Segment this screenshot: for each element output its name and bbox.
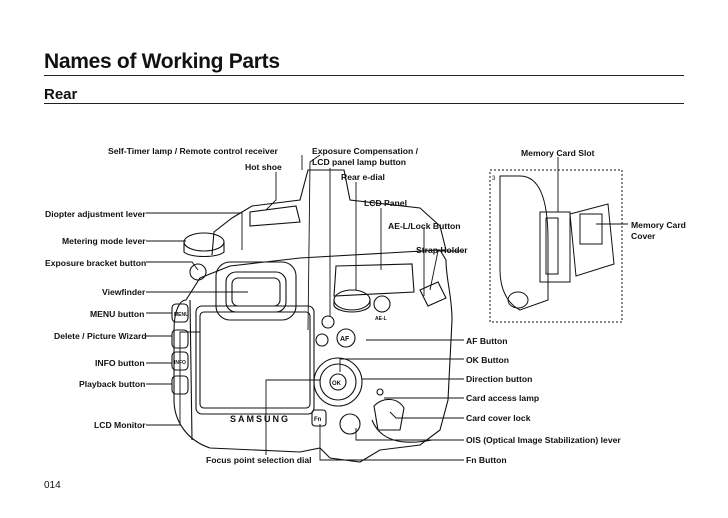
label-focus-point-dial: Focus point selection dial bbox=[206, 455, 312, 465]
label-exposure-bracket-button: Exposure bracket button bbox=[45, 258, 147, 268]
label-ok-button: OK Button bbox=[466, 355, 509, 365]
menu-mark: MENU bbox=[174, 312, 189, 318]
section-rule bbox=[44, 103, 684, 104]
title-rule bbox=[44, 75, 684, 76]
label-hot-shoe: Hot shoe bbox=[245, 162, 282, 172]
label-card-access-lamp: Card access lamp bbox=[466, 393, 540, 403]
fn-mark: Fn bbox=[314, 417, 322, 423]
label-memory-card-slot: Memory Card Slot bbox=[521, 148, 595, 158]
label-viewfinder: Viewfinder bbox=[102, 287, 146, 297]
label-rear-e-dial: Rear e-dial bbox=[341, 172, 385, 182]
label-self-timer: Self-Timer lamp / Remote control receive… bbox=[108, 146, 278, 156]
label-memory-card-cover-1: Memory Card bbox=[631, 220, 686, 230]
label-strap-holder: Strap Holder bbox=[416, 245, 468, 255]
label-af-button: AF Button bbox=[466, 336, 508, 346]
ae-l-mark: AE-L bbox=[375, 316, 387, 322]
label-diopter-lever: Diopter adjustment lever bbox=[45, 209, 146, 219]
label-lcd-panel-lamp-button: LCD panel lamp button bbox=[312, 157, 407, 167]
svg-text:3: 3 bbox=[492, 176, 496, 182]
label-card-cover-lock: Card cover lock bbox=[466, 413, 531, 423]
label-metering-mode-lever: Metering mode lever bbox=[62, 236, 146, 246]
page-number: 014 bbox=[44, 480, 61, 491]
label-lcd-panel: LCD Panel bbox=[364, 198, 407, 208]
brand-mark: SAMSUNG bbox=[230, 414, 290, 424]
label-direction-button: Direction button bbox=[466, 374, 533, 384]
ok-mark: OK bbox=[332, 381, 342, 387]
label-playback-button: Playback button bbox=[79, 379, 146, 389]
page-title: Names of Working Parts bbox=[44, 50, 280, 73]
label-lcd-monitor: LCD Monitor bbox=[94, 420, 146, 430]
label-menu-button: MENU button bbox=[90, 309, 145, 319]
label-exposure-compensation: Exposure Compensation / bbox=[312, 146, 419, 156]
section-heading: Rear bbox=[44, 86, 78, 103]
label-fn-button: Fn Button bbox=[466, 455, 507, 465]
af-mark: AF bbox=[340, 336, 350, 343]
label-ae-l-lock-button: AE-L/Lock Button bbox=[388, 221, 461, 231]
label-memory-card-cover-2: Cover bbox=[631, 231, 656, 241]
label-info-button: INFO button bbox=[95, 358, 145, 368]
label-ois-lever: OIS (Optical Image Stabilization) lever bbox=[466, 435, 621, 445]
label-delete-picture-wizard: Delete / Picture Wizard bbox=[54, 331, 147, 341]
